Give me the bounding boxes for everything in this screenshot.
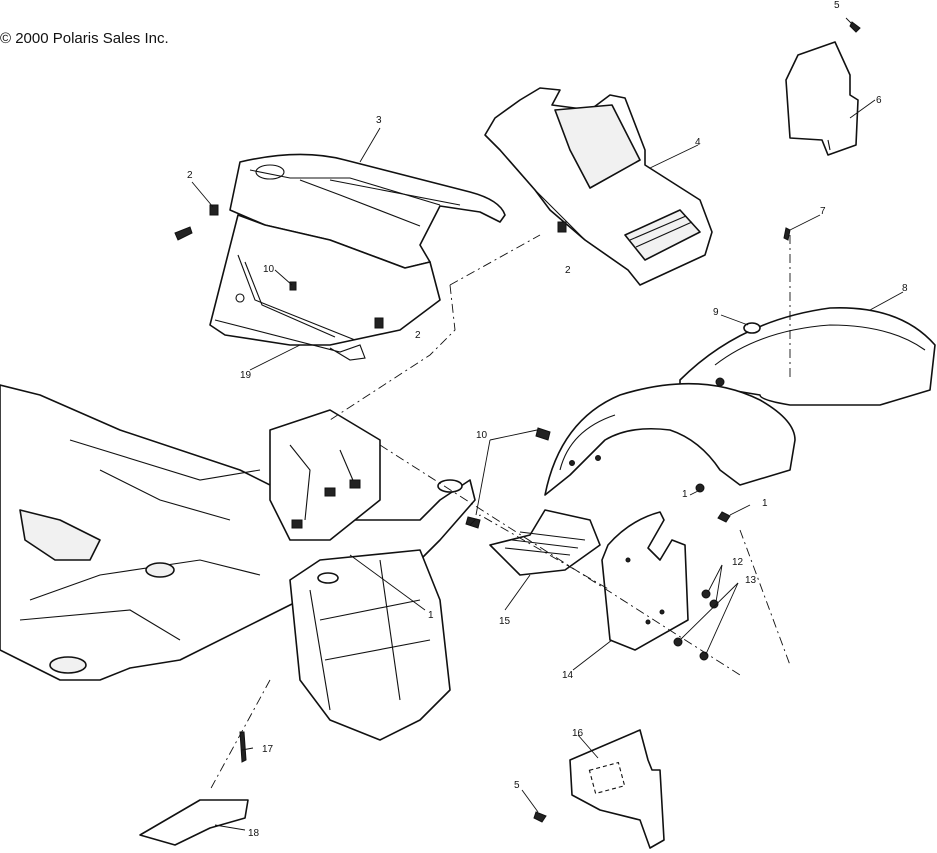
callout-5: 5 (834, 0, 840, 11)
lower-right-plate-part (569, 729, 665, 849)
front-fender-part (544, 382, 796, 496)
callout-12: 12 (732, 557, 744, 568)
callout-2: 2 (565, 265, 571, 276)
callout-18: 18 (248, 828, 260, 839)
callout-1: 1 (682, 489, 688, 500)
assembly-lines (209, 234, 791, 791)
callout-5: 5 (514, 780, 520, 791)
callout-1: 1 (762, 498, 768, 509)
lower-plate-part (139, 799, 249, 846)
callout-15: 15 (499, 616, 511, 627)
callout-8: 8 (902, 283, 908, 294)
callout-9: 9 (713, 307, 719, 318)
callout-2: 2 (187, 170, 193, 181)
lower-panel-part (214, 319, 366, 361)
callout-17: 17 (262, 744, 274, 755)
leader-lines (191, 99, 904, 831)
callout-16: 16 (572, 728, 584, 739)
fasteners (174, 204, 791, 823)
callout-1: 1 (428, 610, 434, 621)
callout-10: 10 (476, 430, 488, 441)
rear-fender-part (679, 307, 936, 406)
callout-3: 3 (376, 115, 382, 126)
top-right-bracket-part (785, 41, 859, 156)
callout-13: 13 (745, 575, 757, 586)
callout-10: 10 (263, 264, 275, 275)
callout-4: 4 (695, 137, 701, 148)
copyright-notice: © 2000 Polaris Sales Inc. (0, 30, 169, 47)
callout-6: 6 (876, 95, 882, 106)
splash-guard-part (601, 511, 689, 651)
footrest-part (489, 509, 601, 576)
rear-console-part (484, 87, 713, 286)
callout-2: 2 (415, 330, 421, 341)
callout-19: 19 (240, 370, 252, 381)
screw-top-part (845, 17, 861, 33)
frame-part (0, 384, 476, 741)
front-cab-part (209, 153, 506, 346)
callout-14: 14 (562, 670, 574, 681)
callout-7: 7 (820, 206, 826, 217)
callout-labels: 2 3 4 5 6 7 8 9 10 2 2 19 10 1 1 12 13 1… (187, 0, 908, 839)
